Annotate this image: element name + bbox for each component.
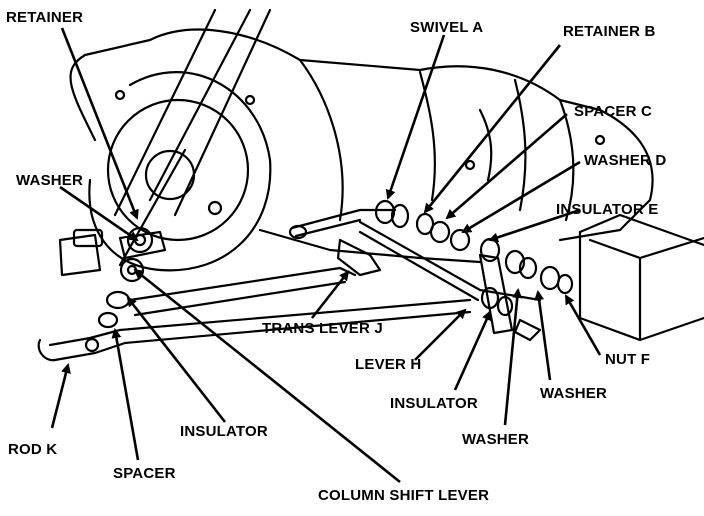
leader-lever-h	[414, 308, 467, 361]
leader-trans-lever-j	[310, 270, 350, 319]
leader-washer-right	[534, 290, 552, 381]
mounting-bracket	[578, 213, 704, 342]
label-insulator-right: INSULATOR	[390, 395, 478, 412]
label-lever-h: LEVER H	[355, 356, 422, 373]
leader-insulator-left	[126, 296, 227, 423]
leader-insulator-right	[453, 310, 492, 391]
label-washer-right: WASHER	[540, 385, 608, 402]
label-insulator-e: INSULATOR E	[556, 201, 659, 218]
leader-rod-k	[50, 363, 71, 429]
label-washer-d: WASHER D	[584, 152, 667, 169]
label-trans-lever-j: TRANS LEVER J	[262, 320, 383, 337]
label-rod-k: ROD K	[8, 441, 58, 458]
label-spacer: SPACER	[113, 465, 176, 482]
leader-retainer	[60, 27, 139, 220]
label-insulator-left: INSULATOR	[180, 423, 268, 440]
trans-lever-j	[288, 208, 397, 277]
label-retainer: RETAINER	[6, 9, 84, 26]
label-swivel-a: SWIVEL A	[410, 19, 484, 36]
leader-washer-bottom	[503, 288, 523, 426]
column-shift-lever-assembly	[97, 226, 167, 329]
label-retainer-b: RETAINER B	[563, 23, 656, 40]
transmission-case	[69, 28, 654, 264]
rod-k	[37, 266, 472, 362]
steering-column-shaft	[113, 8, 272, 267]
label-column-shift-lever: COLUMN SHIFT LEVER	[318, 487, 490, 504]
bell-housing	[58, 71, 272, 277]
label-spacer-c: SPACER C	[574, 103, 652, 120]
label-washer-left: WASHER	[16, 172, 84, 189]
leader-spacer-c	[445, 113, 568, 220]
label-nut-f: NUT F	[605, 351, 651, 368]
leader-column-shift-lever	[133, 268, 401, 484]
leader-retainer-b	[423, 44, 562, 214]
leader-swivel-a	[385, 34, 446, 200]
leader-insulator-e	[488, 208, 581, 243]
leader-washer-left	[59, 185, 139, 242]
leader-nut-f	[564, 294, 602, 356]
label-washer-bottom: WASHER	[462, 431, 530, 448]
leader-spacer	[111, 328, 140, 461]
leader-washer-d	[461, 160, 581, 234]
